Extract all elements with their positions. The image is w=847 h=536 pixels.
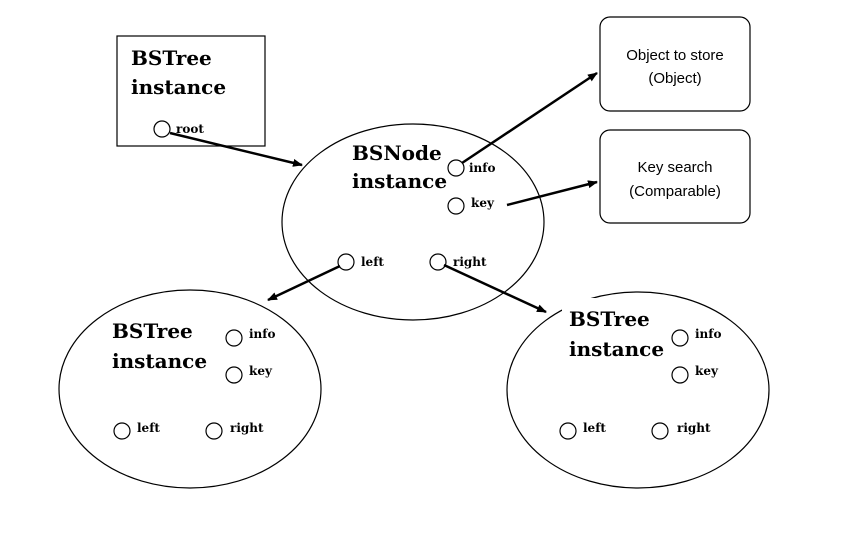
right-child-title-line1: BSTree (569, 307, 650, 331)
bstree-box-title-line2: instance (131, 75, 226, 99)
right-child-title-backdrop (562, 298, 642, 358)
right-child-title-line2: instance (569, 337, 664, 361)
bsnode-right-port (429, 253, 447, 271)
bstree-box-title-line1: BSTree (131, 46, 212, 70)
left-child-left-port (113, 422, 131, 440)
left-child-title-line2: instance (112, 349, 207, 373)
bsnode-info-label: info (469, 161, 495, 175)
bsnode-title-line2: instance (352, 169, 447, 193)
right-child-info-port (671, 329, 689, 347)
bsnode-left-port (337, 253, 355, 271)
right-to-right-child-arrow (443, 263, 547, 314)
bsnode-key-label: key (471, 196, 495, 210)
left-child-left-label: left (137, 421, 160, 435)
bsnode-title-line1: BSNode (352, 141, 442, 165)
bsnode-instance: BSNode instance info key left right (281, 123, 545, 321)
right-child-key-port (671, 366, 689, 384)
left-child-right-port (205, 422, 223, 440)
root-to-bsnode-arrow (169, 131, 303, 167)
key-box-line1: Key search (637, 159, 712, 176)
right-child-key-label: key (695, 364, 719, 378)
info-to-object-arrow (461, 71, 598, 165)
left-child-right-label: right (230, 421, 264, 435)
bsnode-key-port (447, 197, 465, 215)
key-to-keysearch-arrow (506, 180, 598, 207)
object-to-store-box: Object to store (Object) (599, 16, 751, 112)
left-child-info-port (225, 329, 243, 347)
key-box-frame (599, 129, 751, 224)
key-search-box: Key search (Comparable) (599, 129, 751, 224)
right-child-node: BSTree instance info key left right (506, 291, 770, 489)
left-child-node: BSTree instance info key left right (58, 289, 322, 489)
left-child-title-line1: BSTree (112, 319, 193, 343)
left-child-info-label: info (249, 327, 275, 341)
bsnode-left-label: left (361, 255, 384, 269)
bstree-instance-box: BSTree instance root (116, 35, 266, 147)
root-field-label: root (176, 122, 204, 136)
key-box-line2: (Comparable) (629, 183, 721, 200)
left-child-key-label: key (249, 364, 273, 378)
bsnode-info-port (447, 159, 465, 177)
bsnode-ellipse (281, 123, 545, 321)
right-child-right-label: right (677, 421, 711, 435)
right-child-right-port (651, 422, 669, 440)
object-box-line1: Object to store (626, 47, 724, 64)
bstree-box-frame (116, 35, 266, 147)
left-child-key-port (225, 366, 243, 384)
root-reference-port (153, 120, 171, 138)
right-child-left-label: left (583, 421, 606, 435)
right-child-left-port (559, 422, 577, 440)
object-box-frame (599, 16, 751, 112)
left-to-left-child-arrow (267, 264, 341, 302)
bsnode-right-label: right (453, 255, 487, 269)
right-child-info-label: info (695, 327, 721, 341)
object-box-line2: (Object) (648, 70, 701, 87)
